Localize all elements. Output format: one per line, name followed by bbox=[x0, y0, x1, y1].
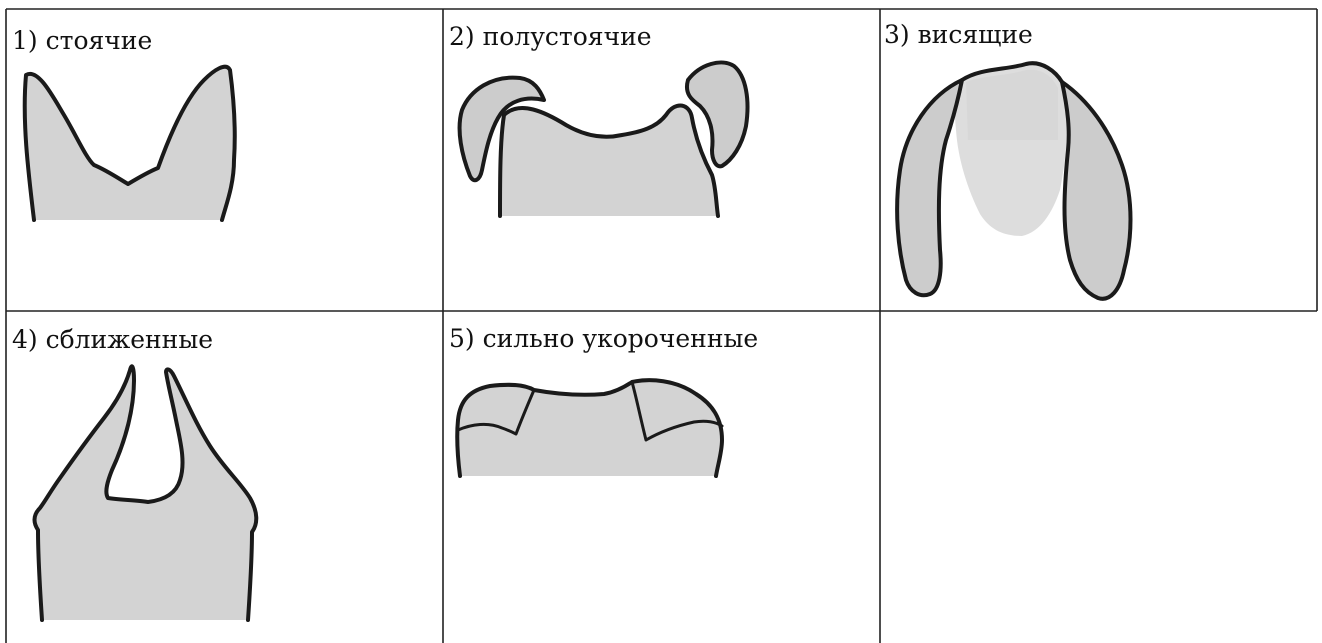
right-hanging-ear bbox=[1062, 82, 1131, 299]
left-hanging-ear bbox=[897, 80, 962, 295]
semi-standing-ears-illustration bbox=[460, 62, 748, 216]
label-standing: 1) стоячие bbox=[12, 26, 152, 55]
label-hanging: 3) висящие bbox=[884, 20, 1033, 49]
hanging-ears-illustration bbox=[897, 62, 1130, 299]
heavily-cropped-ears-illustration bbox=[457, 380, 722, 476]
close-set-ears-illustration bbox=[35, 366, 257, 620]
standing-ears-illustration bbox=[25, 67, 235, 220]
label-heavily-cropped: 5) сильно укороченные bbox=[449, 324, 758, 353]
label-semi-standing: 2) полустоячие bbox=[449, 22, 652, 51]
label-close-set: 4) сближенные bbox=[12, 325, 213, 354]
